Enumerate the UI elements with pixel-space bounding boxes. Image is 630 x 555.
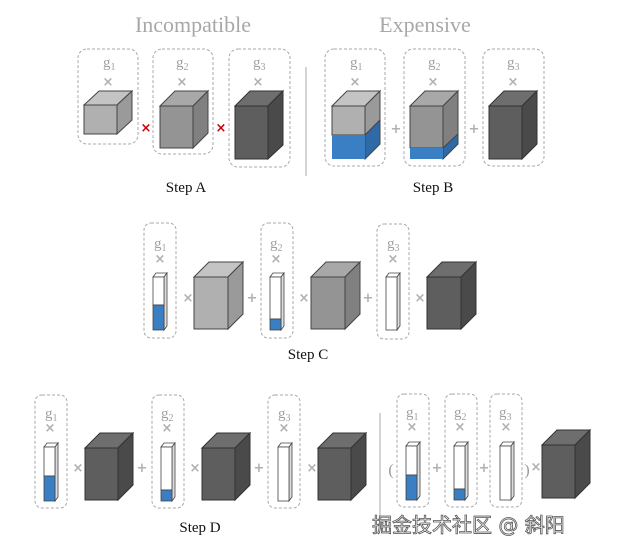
times-icon: × — [350, 75, 361, 90]
times-icon: × — [73, 461, 84, 476]
times-icon: × — [508, 75, 519, 90]
label-g1: g1 — [154, 236, 167, 254]
plus-icon: + — [137, 461, 148, 476]
group-g2-box — [403, 48, 466, 167]
times-icon: × — [531, 460, 542, 475]
cube-dark-a — [233, 89, 285, 161]
plus-icon: + — [469, 122, 480, 137]
incompatible-title: Incompatible — [135, 12, 251, 37]
times-icon: × — [307, 461, 318, 476]
cube-dark-b — [487, 89, 539, 161]
group-g1-box — [143, 222, 177, 339]
label-g1: g1 — [350, 55, 363, 73]
group-g3-box — [482, 48, 545, 167]
label-g2: g2 — [176, 55, 189, 73]
group-g2-box — [260, 222, 294, 339]
times-icon: × — [162, 421, 173, 436]
group-g2-box — [151, 394, 185, 509]
step-a-label: Step A — [166, 180, 207, 196]
label-g1: g1 — [406, 405, 419, 423]
times-icon: × — [190, 461, 201, 476]
step-b-label: Step B — [413, 180, 453, 196]
group-g1-box — [396, 393, 430, 508]
cube-dark-d3 — [316, 431, 368, 502]
plus-icon: + — [479, 461, 490, 476]
watermark: 掘金技术社区 @ 斜阳 — [372, 513, 565, 537]
label-g3: g3 — [499, 405, 512, 423]
label-g3: g3 — [507, 55, 520, 73]
cube-mid-c — [309, 260, 362, 331]
cube-dark-d2 — [200, 431, 252, 502]
vector-g3-d — [277, 441, 293, 503]
vector-g1-c — [152, 271, 168, 332]
plus-icon: + — [247, 291, 258, 306]
group-g2-box — [152, 48, 214, 155]
vector-g3-e — [499, 440, 515, 502]
cube-dark-c — [425, 260, 478, 331]
group-g2-box — [444, 393, 478, 508]
group-g1-box — [77, 48, 139, 145]
times-icon: × — [388, 252, 399, 267]
times-icon: × — [428, 75, 439, 90]
label-g2: g2 — [454, 405, 467, 423]
label-g3: g3 — [278, 406, 291, 424]
times-icon: × — [501, 420, 512, 435]
times-icon: × — [103, 75, 114, 90]
times-icon: × — [177, 75, 188, 90]
plus-icon: + — [254, 461, 265, 476]
cube-dark-e — [540, 428, 592, 500]
label-g2: g2 — [428, 55, 441, 73]
plus-icon: + — [363, 291, 374, 306]
plus-icon: + — [432, 461, 443, 476]
group-g3-box — [228, 48, 291, 168]
times-icon: × — [183, 291, 194, 306]
cube-light-split-b — [330, 89, 382, 161]
open-paren: ( — [388, 462, 393, 479]
group-g1-box — [34, 394, 68, 509]
cube-mid-split-b — [408, 89, 460, 161]
label-g2: g2 — [161, 406, 174, 424]
label-g3: g3 — [253, 55, 266, 73]
vector-g3-c — [385, 271, 401, 332]
times-icon: × — [271, 252, 282, 267]
incompatible-mark-icon: × — [216, 121, 227, 136]
times-icon: × — [279, 421, 290, 436]
vector-g1-d — [43, 441, 59, 503]
times-icon: × — [155, 252, 166, 267]
times-icon: × — [299, 291, 310, 306]
times-icon: × — [253, 75, 264, 90]
group-g3-box — [376, 223, 410, 340]
cube-light-c — [192, 260, 245, 331]
expensive-title: Expensive — [379, 12, 471, 37]
label-g1: g1 — [103, 55, 116, 73]
vector-g1-e — [405, 440, 421, 502]
times-icon: × — [415, 291, 426, 306]
group-g3-box — [489, 393, 523, 508]
plus-icon: + — [391, 122, 402, 137]
group-g1-box — [324, 48, 386, 167]
incompatible-mark-icon: × — [141, 121, 152, 136]
cube-mid-a — [158, 89, 210, 150]
vector-g2-d — [160, 441, 176, 503]
label-g2: g2 — [270, 236, 283, 254]
step-c-label: Step C — [288, 347, 328, 363]
close-paren: ) — [524, 462, 529, 479]
vector-g2-c — [269, 271, 285, 332]
times-icon: × — [45, 421, 56, 436]
label-g3: g3 — [387, 236, 400, 254]
group-g3-box — [267, 394, 301, 509]
times-icon: × — [455, 420, 466, 435]
times-icon: × — [407, 420, 418, 435]
vector-g2-e — [453, 440, 469, 502]
cube-dark-d1 — [83, 431, 135, 502]
cube-light-a — [82, 89, 134, 136]
step-d-label: Step D — [179, 520, 220, 536]
label-g1: g1 — [45, 406, 58, 424]
